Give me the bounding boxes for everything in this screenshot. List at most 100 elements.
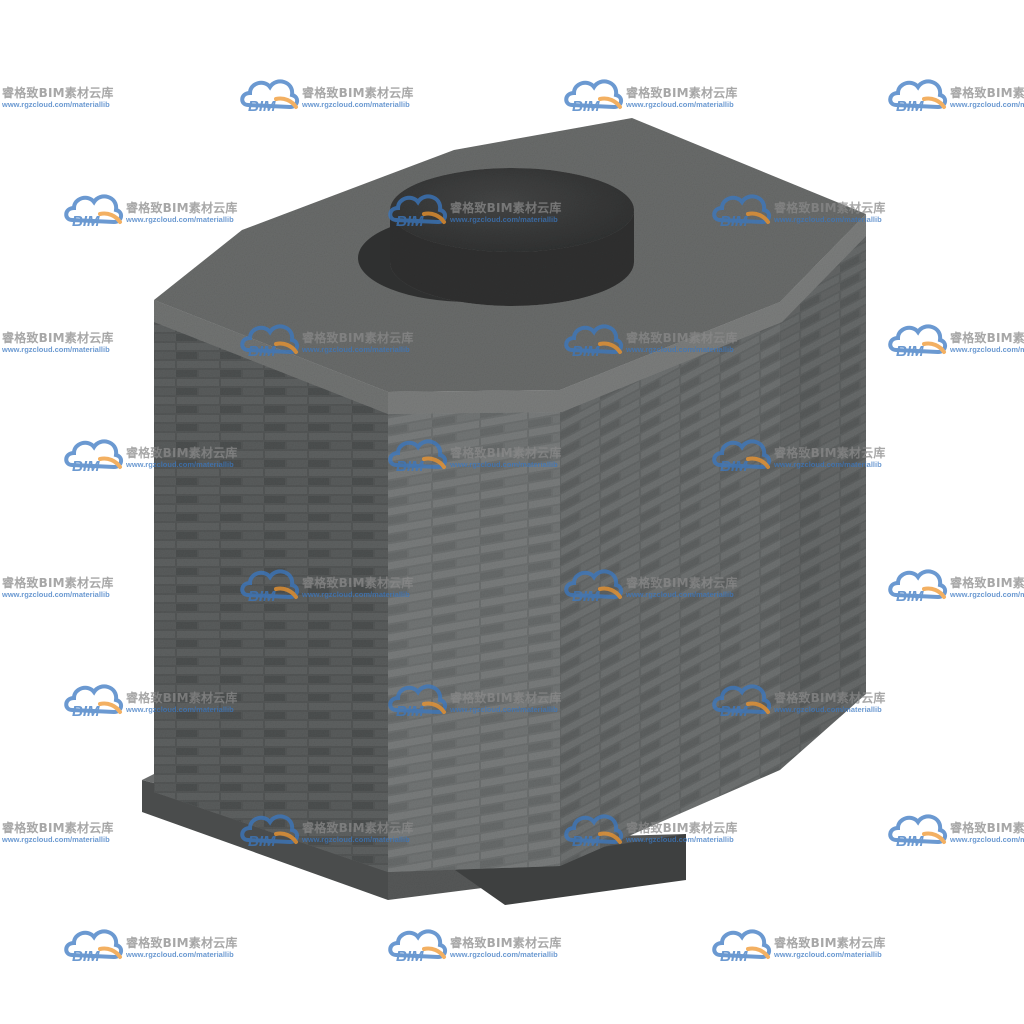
watermark-url: www.rgzcloud.com/materiallib	[626, 835, 734, 844]
logo-text: BIM	[396, 948, 424, 965]
logo-text: BIM	[572, 833, 600, 850]
logo-text: BIM	[248, 588, 276, 605]
watermark-title: 睿格致BIM素材云库	[774, 936, 886, 950]
logo-text: BIM	[72, 703, 100, 720]
watermark-url: www.rgzcloud.com/materiallib	[626, 590, 734, 599]
watermark-title: 睿格致BIM素材云库	[126, 691, 238, 705]
cloud-logo-icon: BIM	[240, 79, 299, 115]
cloud-logo-icon: BIM	[564, 569, 623, 605]
logo-text: BIM	[896, 343, 924, 360]
cloud-logo-icon: BIM	[712, 684, 771, 720]
watermark-url: www.rgzcloud.com/materiallib	[2, 345, 110, 354]
logo-text: BIM	[248, 343, 276, 360]
cloud-logo-icon: BIM	[64, 194, 123, 230]
watermark-title: 睿格致BIM素材云库	[774, 201, 886, 215]
logo-text: BIM	[72, 948, 100, 965]
cloud-logo-icon: BIM	[388, 929, 447, 965]
cloud-logo-icon: BIM	[64, 439, 123, 475]
watermark-title: 睿格致BIM素材云库	[450, 201, 562, 215]
logo-text: BIM	[572, 588, 600, 605]
cloud-logo-icon: BIM	[240, 569, 299, 605]
manhole-cover	[358, 168, 634, 306]
watermark-url: www.rgzcloud.com/materiallib	[2, 835, 110, 844]
watermark-url: www.rgzcloud.com/materiallib	[126, 705, 234, 714]
cloud-logo-icon: BIM	[388, 684, 447, 720]
watermark-title: 睿格致BIM素材云库	[950, 86, 1024, 100]
watermark-url: www.rgzcloud.com/materiallib	[126, 460, 234, 469]
watermark-title: 睿格致BIM素材云库	[450, 446, 562, 460]
logo-text: BIM	[396, 703, 424, 720]
watermark-url: www.rgzcloud.com/materiallib	[302, 835, 410, 844]
watermark-url: www.rgzcloud.com/materiallib	[774, 215, 882, 224]
logo-text: BIM	[572, 98, 600, 115]
cloud-logo-icon: BIM	[388, 439, 447, 475]
cloud-logo-icon: BIM	[712, 439, 771, 475]
watermark-title: 睿格致BIM素材云库	[126, 936, 238, 950]
cloud-logo-icon: BIM	[712, 929, 771, 965]
watermark-title: 睿格致BIM素材云库	[626, 331, 738, 345]
watermark: BIM 睿格致BIM素材云库www.rgzcloud.com/materialli…	[886, 320, 1024, 364]
cloud-logo-icon: BIM	[388, 194, 447, 230]
watermark: BIM睿格致BIM素材云库www.rgzcloud.com/materialli…	[886, 565, 1024, 609]
left-brick-wall	[154, 300, 388, 872]
cloud-logo-icon: BIM	[64, 684, 123, 720]
watermark-url: www.rgzcloud.com/materiallib	[950, 345, 1024, 354]
watermark-url: www.rgzcloud.com/materiallib	[950, 835, 1024, 844]
logo-text: BIM	[72, 213, 100, 230]
watermark-title: 睿格致BIM素材云库	[450, 936, 562, 950]
watermark-title: 睿格致BIM素材云库	[302, 331, 414, 345]
watermark-url: www.rgzcloud.com/materiallib	[950, 100, 1024, 109]
cloud-logo-icon: BIM	[888, 79, 947, 115]
logo-text: BIM	[720, 213, 748, 230]
watermark-url: www.rgzcloud.com/materiallib	[450, 460, 558, 469]
watermark-url: www.rgzcloud.com/materiallib	[302, 590, 410, 599]
watermark-url: www.rgzcloud.com/materiallib	[450, 215, 558, 224]
logo-text: BIM	[896, 98, 924, 115]
front-brick-wall	[388, 390, 560, 872]
watermark-title: 睿格致BIM素材云库	[2, 86, 114, 100]
logo-text: BIM	[72, 458, 100, 475]
logo-text: BIM	[896, 588, 924, 605]
watermark-title: 睿格致BIM素材云库	[2, 331, 114, 345]
watermark: BIM睿格致BIM素材云库www.rgzcloud.com/materialli…	[0, 565, 138, 609]
cloud-logo-icon: BIM	[712, 194, 771, 230]
watermark-url: www.rgzcloud.com/materiallib	[2, 590, 110, 599]
watermark-url: www.rgzcloud.com/materiallib	[626, 345, 734, 354]
logo-text: BIM	[896, 833, 924, 850]
cloud-logo-icon: BIM	[888, 814, 947, 850]
watermark-url: www.rgzcloud.com/materiallib	[450, 950, 558, 959]
watermark-title: 睿格致BIM素材云库	[950, 821, 1024, 835]
cloud-logo-icon: BIM	[564, 814, 623, 850]
watermark-url: www.rgzcloud.com/materiallib	[450, 705, 558, 714]
watermark-title: 睿格致BIM素材云库	[2, 576, 114, 590]
watermark-title: 睿格致BIM素材云库	[626, 576, 738, 590]
watermark-title: 睿格致BIM素材云库	[950, 331, 1024, 345]
watermark-title: 睿格致BIM素材云库	[774, 691, 886, 705]
watermark-title: 睿格致BIM素材云库	[450, 691, 562, 705]
watermark-url: www.rgzcloud.com/materiallib	[774, 460, 882, 469]
watermark-title: 睿格致BIM素材云库	[2, 821, 114, 835]
watermark-url: www.rgzcloud.com/materiallib	[126, 215, 234, 224]
watermark-url: www.rgzcloud.com/materiallib	[774, 950, 882, 959]
logo-text: BIM	[720, 948, 748, 965]
watermark-url: www.rgzcloud.com/materiallib	[126, 950, 234, 959]
logo-text: BIM	[248, 98, 276, 115]
watermark-title: 睿格致BIM素材云库	[302, 86, 414, 100]
watermark: BIM 睿格致BIM素材云库www.rgzcloud.com/materialli…	[886, 75, 1024, 119]
watermark: BIM睿格致BIM素材云库www.rgzcloud.com/materialli…	[0, 810, 138, 854]
logo-text: BIM	[720, 703, 748, 720]
